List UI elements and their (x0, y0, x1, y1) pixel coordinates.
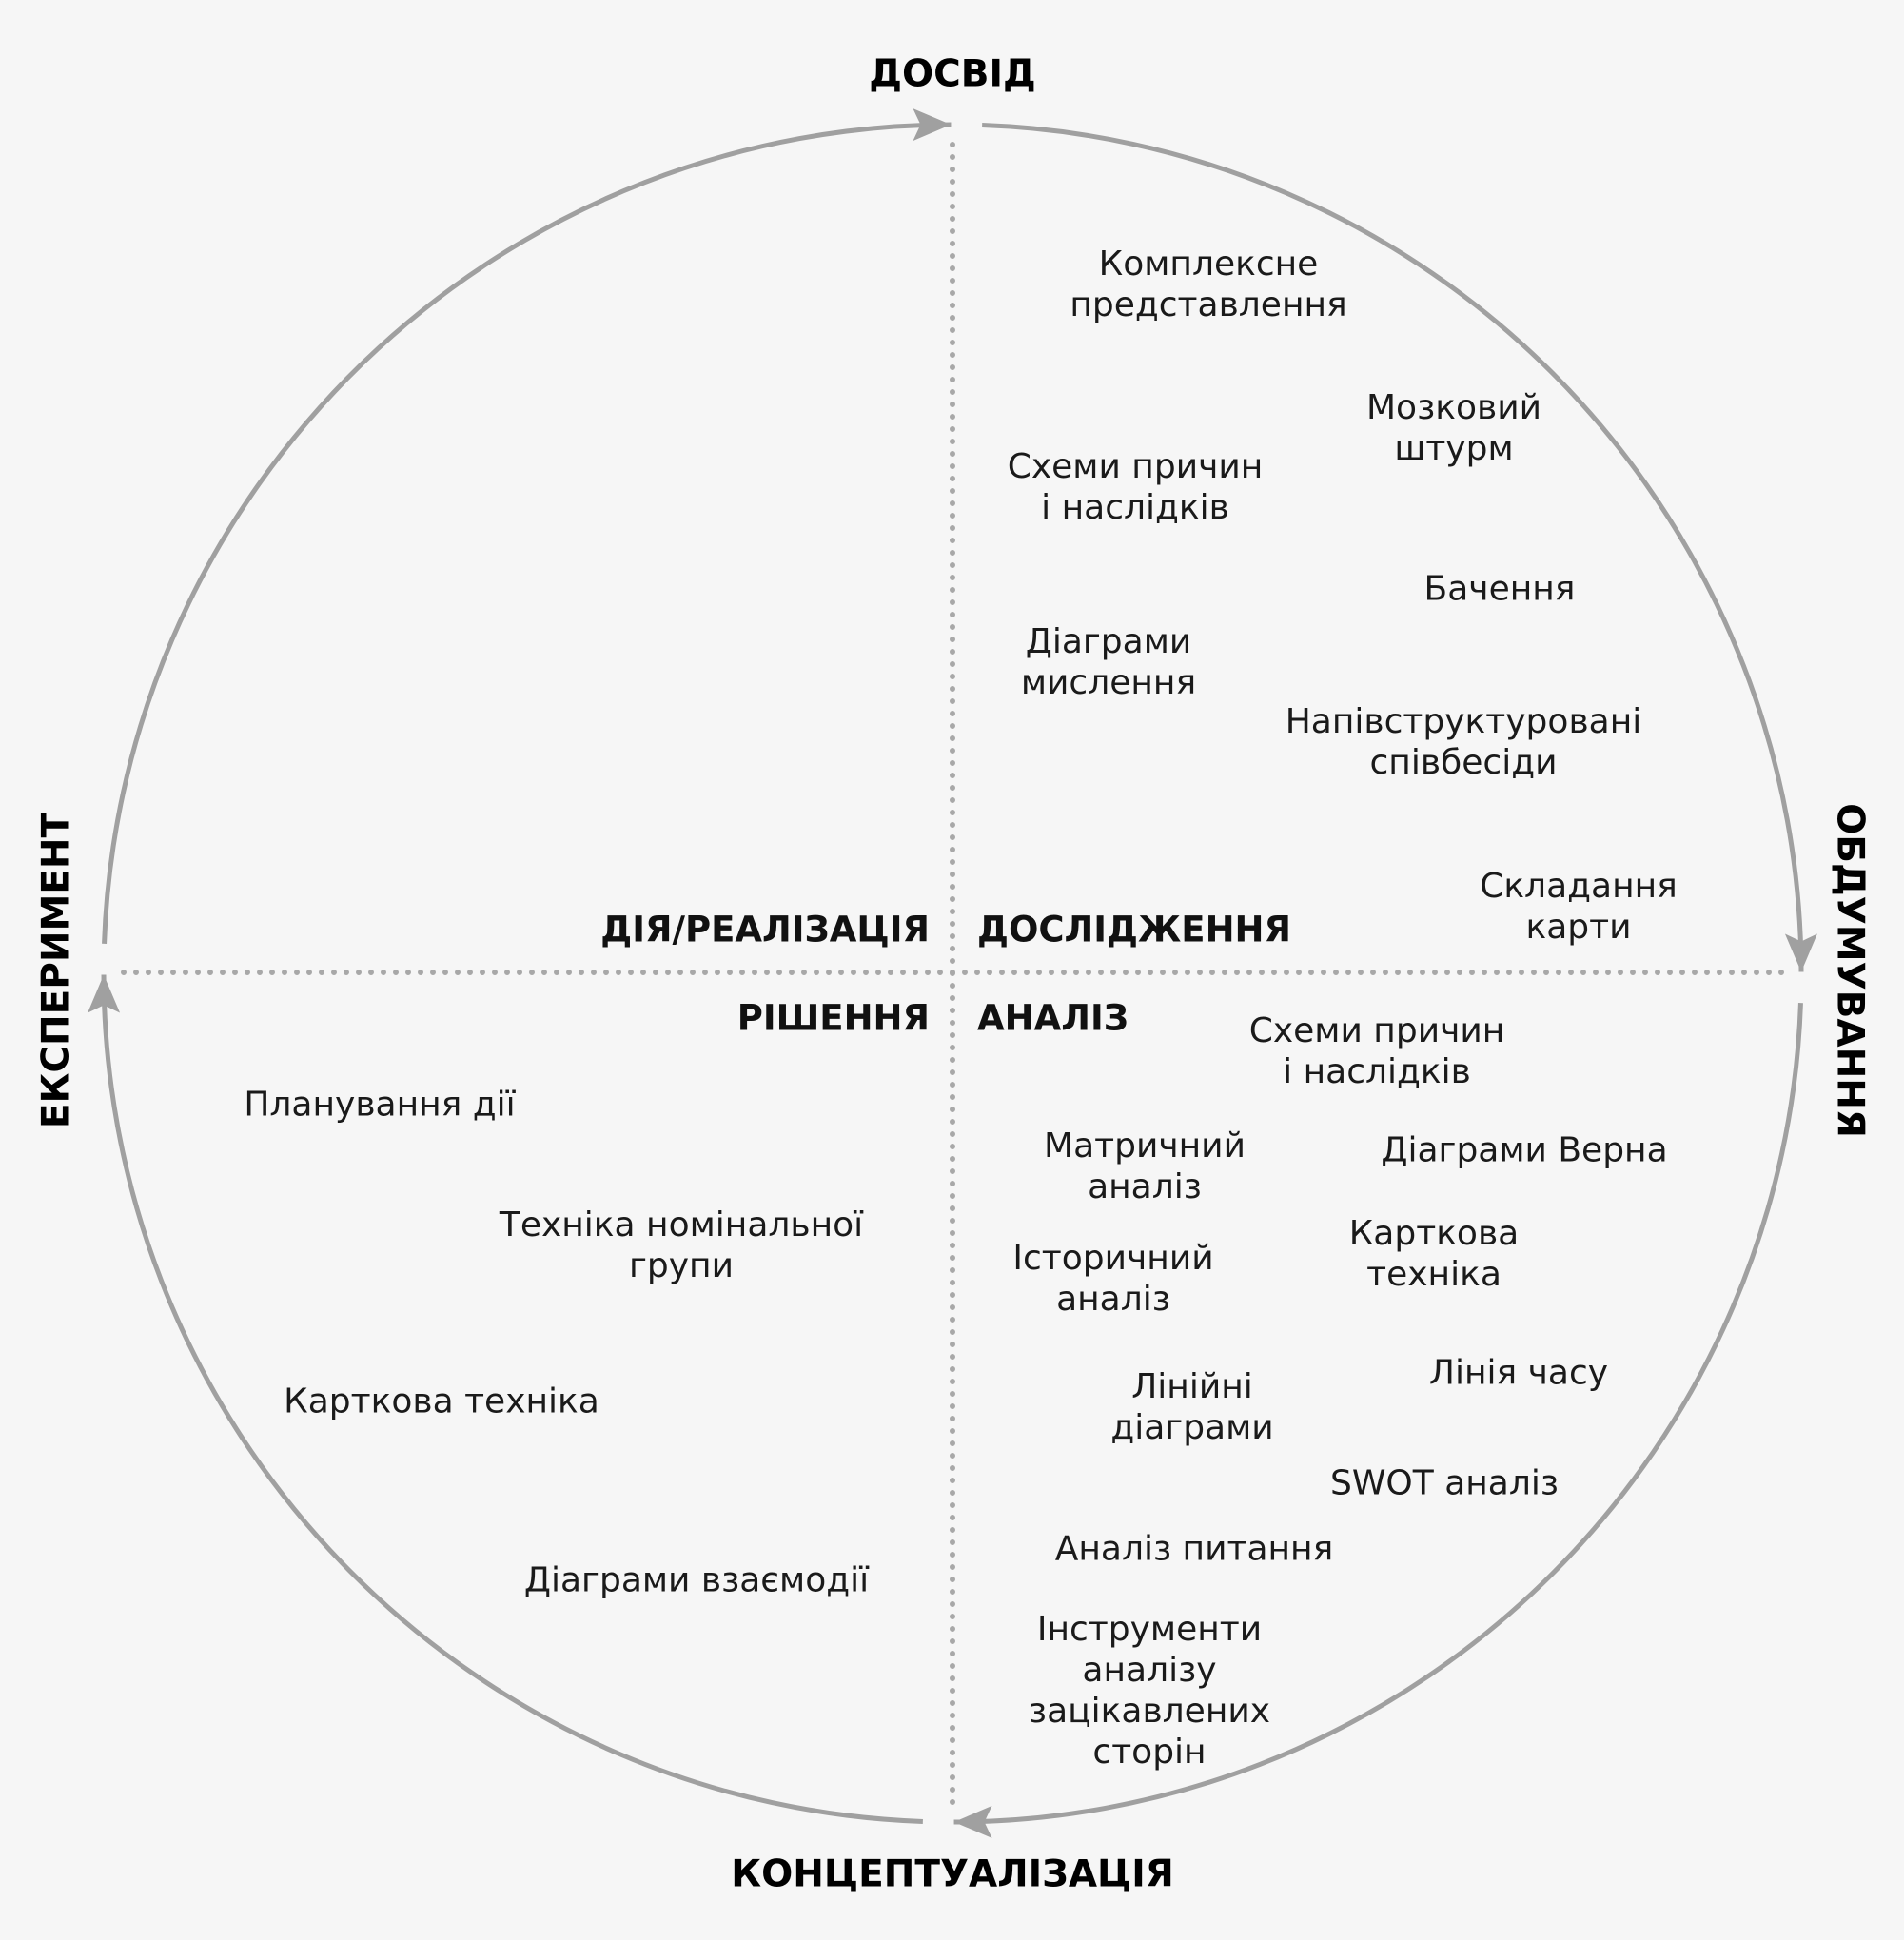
axis-label-left: ЕКСПЕРИМЕНТ (34, 812, 78, 1129)
technique-item: Діаграми Верна (1381, 1130, 1668, 1170)
technique-item: Лінійні діаграми (1110, 1367, 1274, 1447)
arc-reflection-to-conceptualization (953, 1003, 1803, 1838)
technique-item: Напівструктуровані співбесіди (1285, 702, 1642, 782)
technique-item: Діаграми взаємодії (523, 1560, 870, 1600)
technique-item: Бачення (1423, 569, 1576, 609)
technique-item: Техніка номінальної групи (499, 1205, 864, 1285)
technique-item: SWOT аналіз (1329, 1463, 1560, 1503)
technique-item: Планування дії (244, 1085, 516, 1125)
technique-item: Карткова техніка (284, 1382, 599, 1421)
quadrant-label-bottom-left: РІШЕННЯ (736, 997, 930, 1039)
quadrant-label-top-right: ДОСЛІДЖЕННЯ (977, 909, 1292, 950)
arc-conceptualization-to-experiment (88, 974, 923, 1824)
quadrant-label-top-left: ДІЯ/РЕАЛІЗАЦІЯ (600, 909, 930, 950)
technique-item: Схеми причин і наслідків (1007, 447, 1264, 527)
technique-item: Комплексне представлення (1070, 245, 1347, 324)
quadrant-label-bottom-right: АНАЛІЗ (977, 997, 1129, 1039)
technique-item: Складання карти (1480, 867, 1678, 947)
technique-item: Мозковий штурм (1365, 388, 1542, 468)
axis-label-bottom: КОНЦЕПТУАЛІЗАЦІЯ (731, 1852, 1174, 1896)
axis-label-top: ДОСВІД (869, 52, 1036, 96)
arc-experience-to-reflection (982, 123, 1817, 972)
technique-item: Схеми причин і наслідків (1248, 1011, 1505, 1091)
technique-item: Лінія часу (1428, 1353, 1609, 1393)
arc-experiment-to-experience (102, 108, 952, 944)
technique-item: Інструменти аналізу зацікавлених сторін (1028, 1610, 1271, 1772)
axis-label-right: ОБДУМУВАННЯ (1828, 803, 1872, 1138)
technique-item: Діаграми мислення (1020, 622, 1197, 702)
technique-item: Аналіз питання (1054, 1529, 1334, 1569)
technique-item: Історичний аналіз (1012, 1239, 1214, 1319)
technique-item: Карткова техніка (1348, 1214, 1520, 1294)
technique-item: Матричний аналіз (1044, 1127, 1246, 1206)
